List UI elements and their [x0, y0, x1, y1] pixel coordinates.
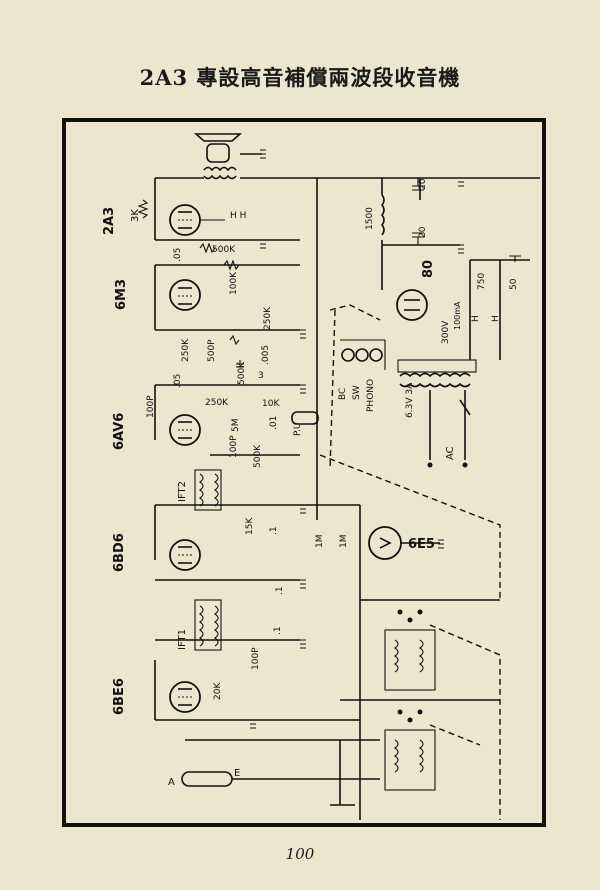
- output-transformer: [203, 166, 237, 172]
- switch-phono: [369, 348, 383, 362]
- page-number: 100: [285, 845, 315, 863]
- c-100p-b: 100P: [229, 435, 239, 458]
- volt-300: 300V: [441, 320, 451, 344]
- coil-set-bc: [384, 629, 436, 691]
- tube-2a3: [169, 204, 201, 236]
- r-750: 750: [477, 273, 487, 290]
- r-20k: 20K: [213, 682, 223, 700]
- r-1500: 1500: [365, 207, 375, 230]
- coil-set-sw: [384, 729, 436, 791]
- c-005: .005: [261, 345, 271, 365]
- label-6bd6: 6BD6: [112, 533, 127, 572]
- earth-label: E: [234, 768, 240, 779]
- switch-bc: [341, 348, 355, 362]
- tube-6e5: [368, 526, 402, 560]
- h-label-1: H: [471, 315, 481, 322]
- pu-label: P.U: [293, 423, 303, 436]
- c-01: .01: [269, 416, 279, 430]
- r-500k-b: 500K: [237, 361, 247, 385]
- label-sw: SW: [352, 385, 362, 400]
- speaker-icon: [193, 133, 243, 142]
- label-2a3: 2A3: [102, 207, 117, 235]
- r-3k: 3K: [130, 209, 141, 222]
- heater-label: H H: [230, 211, 246, 221]
- h-label-2: H: [491, 315, 501, 322]
- c-05-a: .05: [173, 248, 183, 262]
- r-15k: 15K: [245, 517, 255, 535]
- r-1m-b: 1M: [339, 535, 349, 549]
- c-20-a: 20: [418, 178, 428, 190]
- c-100p-a: 100P: [146, 395, 156, 418]
- label-phono: PHONO: [366, 379, 376, 412]
- page-title: 2A3 專設高音補償兩波段收音機: [139, 65, 461, 90]
- choke: [380, 194, 385, 236]
- c-500p: 500P: [207, 339, 217, 362]
- label-6be6: 6BE6: [112, 678, 127, 715]
- r-100k: 100K: [229, 271, 239, 295]
- ac-label: AC: [445, 446, 456, 460]
- r-500k-a: 500K: [212, 245, 236, 255]
- c-50: 50: [509, 278, 519, 290]
- ma-100: 100mA: [453, 301, 462, 330]
- c-05-b: .05: [173, 374, 183, 388]
- r-500k-c: 500K: [253, 444, 263, 468]
- r-3: 3: [258, 371, 264, 381]
- label-bc: BC: [338, 388, 348, 400]
- tube-6m3: [169, 279, 201, 311]
- gang-link: [319, 454, 501, 600]
- power-switch: [459, 399, 471, 416]
- antenna-coil: [181, 771, 233, 787]
- label-6m3: 6M3: [114, 279, 129, 310]
- speaker-coil: [206, 143, 230, 163]
- antenna-label: A: [168, 777, 175, 788]
- power-transformer: [397, 359, 477, 373]
- r-10k: 10K: [262, 399, 280, 409]
- switch-sw: [355, 348, 369, 362]
- c-100p-c: 100P: [251, 647, 261, 670]
- r-5m: 5M: [231, 419, 241, 433]
- c-1-c: .1: [273, 626, 283, 635]
- label-6av6: 6AV6: [112, 413, 127, 450]
- tube-80: [396, 289, 428, 321]
- label-6e5: 6E5: [408, 537, 435, 552]
- r-1m-a: 1M: [315, 535, 325, 549]
- c-20-b: 20: [418, 226, 428, 238]
- heater-63: 6.3V 3A: [405, 382, 415, 418]
- tube-6bd6: [169, 539, 201, 571]
- schematic-frame: [62, 118, 546, 827]
- r-250k-c: 250K: [205, 398, 229, 408]
- tube-6be6: [169, 681, 201, 713]
- label-ift2: IFT2: [177, 481, 188, 502]
- tube-6av6: [169, 414, 201, 446]
- c-1-b: .1: [275, 586, 285, 595]
- c-1-a: .1: [269, 526, 279, 535]
- label-80: 80: [421, 260, 436, 278]
- pickup-jack: [291, 411, 319, 425]
- r-250k-b: 250K: [263, 306, 273, 330]
- r-250k-a: 250K: [181, 338, 191, 362]
